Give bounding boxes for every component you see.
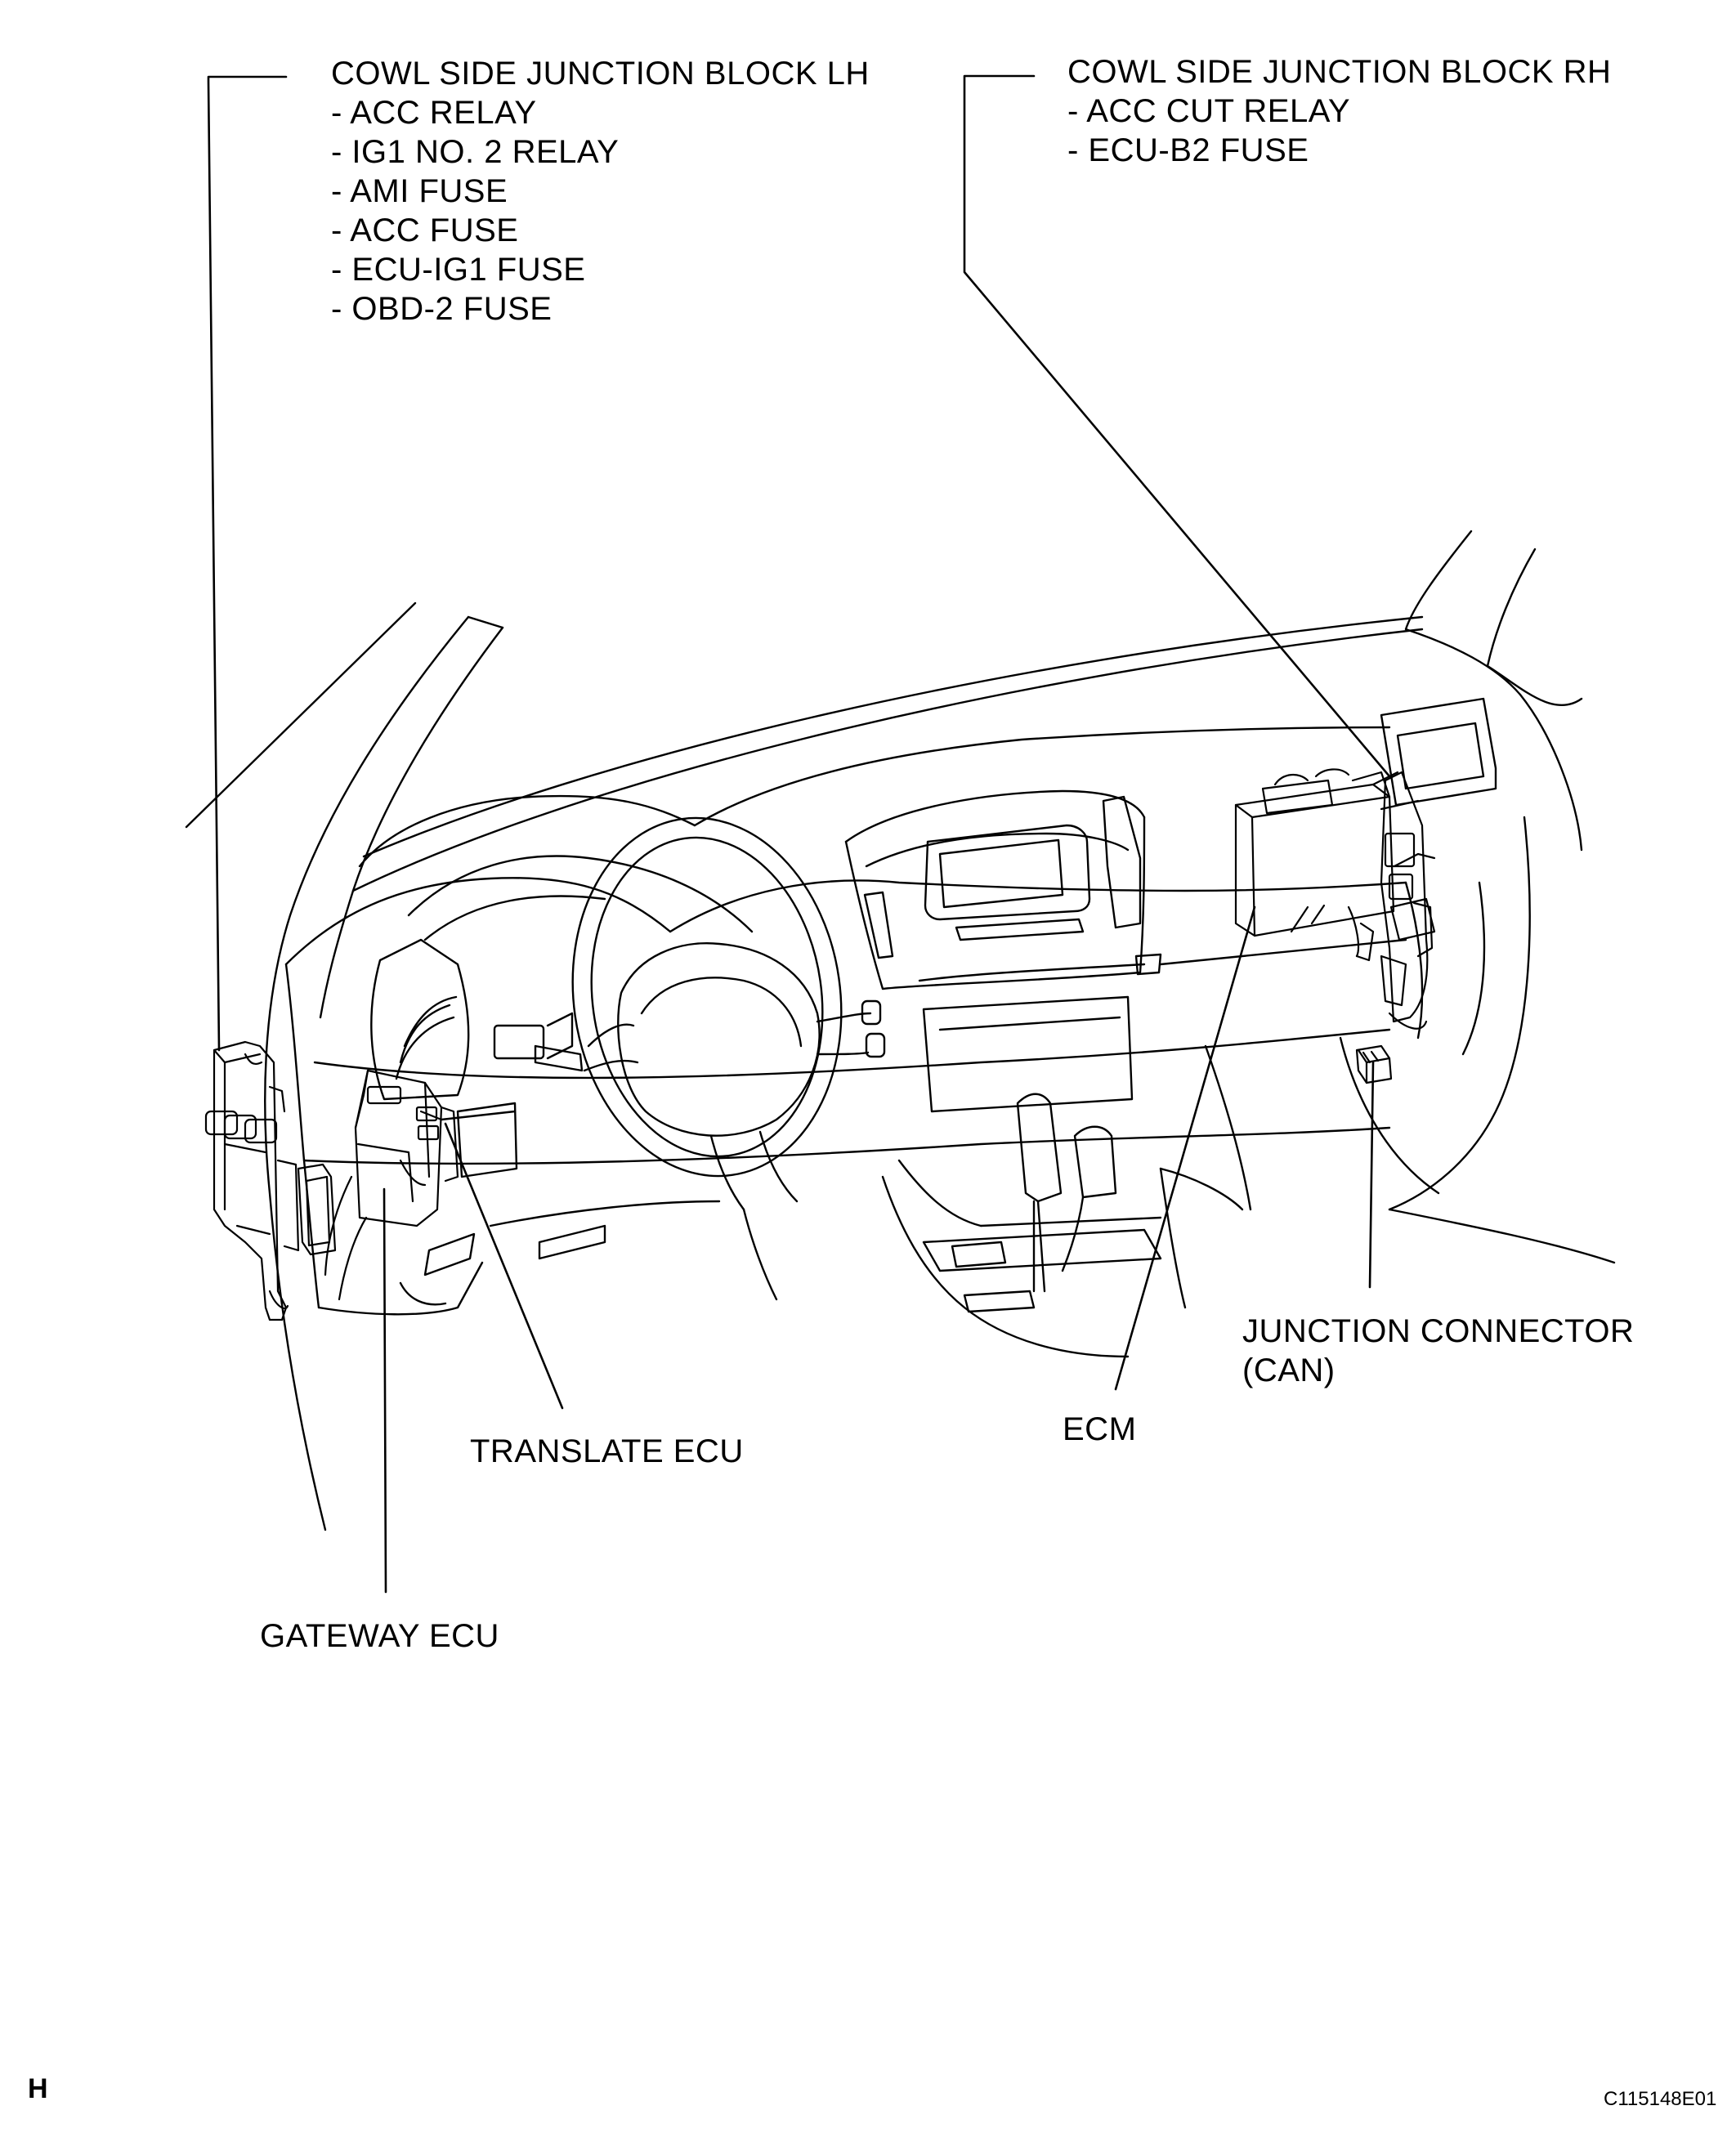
steering-wheel xyxy=(535,800,884,1299)
cowl-jb-rh-unit xyxy=(1349,772,1434,1029)
center-stack xyxy=(846,791,1161,1111)
gateway-translate-ecu-unit xyxy=(325,1071,458,1299)
cowl-jb-rh-item: - ECU-B2 FUSE xyxy=(1067,132,1309,168)
corner-letter: H xyxy=(28,2073,48,2104)
translate-ecu-label: TRANSLATE ECU xyxy=(470,1433,744,1469)
cowl-jb-rh-title: COWL SIDE JUNCTION BLOCK RH xyxy=(1067,54,1612,90)
leader-lines xyxy=(208,76,1389,1592)
car-body-outline xyxy=(186,531,1614,1530)
right-dash xyxy=(1161,699,1496,1209)
leader-gateway-ecu xyxy=(384,1189,386,1592)
figure-code: C115148E01 xyxy=(1604,2088,1717,2110)
leader-ecm xyxy=(1116,907,1255,1389)
cowl-jb-lh-item: - IG1 NO. 2 RELAY xyxy=(331,134,620,170)
cowl-jb-lh-item: - OBD-2 FUSE xyxy=(331,291,553,327)
cowl-jb-lh-unit xyxy=(206,1042,335,1320)
cowl-jb-lh-item: - ACC RELAY xyxy=(331,95,537,131)
gateway-ecu-label: GATEWAY ECU xyxy=(260,1618,499,1654)
dashboard xyxy=(286,727,1422,1314)
cowl-jb-lh-item: - ACC FUSE xyxy=(331,212,519,248)
junction-connector-unit xyxy=(1357,1046,1391,1083)
ecm-label: ECM xyxy=(1063,1411,1137,1447)
junction-connector-title: JUNCTION CONNECTOR xyxy=(1242,1313,1635,1349)
cowl-jb-lh-title: COWL SIDE JUNCTION BLOCK LH xyxy=(331,56,870,92)
cowl-jb-lh-item: - AMI FUSE xyxy=(331,173,508,209)
ecm-unit xyxy=(1236,769,1394,936)
leader-translate-ecu xyxy=(445,1124,562,1408)
cowl-jb-lh-item: - ECU-IG1 FUSE xyxy=(331,252,586,288)
leader-cowl-lh xyxy=(208,77,286,1050)
junction-connector-label: JUNCTION CONNECTOR (CAN) xyxy=(1242,1312,1634,1390)
junction-connector-subtitle: (CAN) xyxy=(1242,1352,1336,1388)
cowl-jb-lh-label: COWL SIDE JUNCTION BLOCK LH - ACC RELAY … xyxy=(331,54,870,329)
center-console xyxy=(883,1094,1185,1357)
leader-junction-connector xyxy=(1370,1062,1373,1287)
cowl-jb-rh-item: - ACC CUT RELAY xyxy=(1067,93,1351,129)
leader-cowl-rh xyxy=(964,76,1389,776)
cowl-jb-rh-label: COWL SIDE JUNCTION BLOCK RH - ACC CUT RE… xyxy=(1067,52,1611,170)
